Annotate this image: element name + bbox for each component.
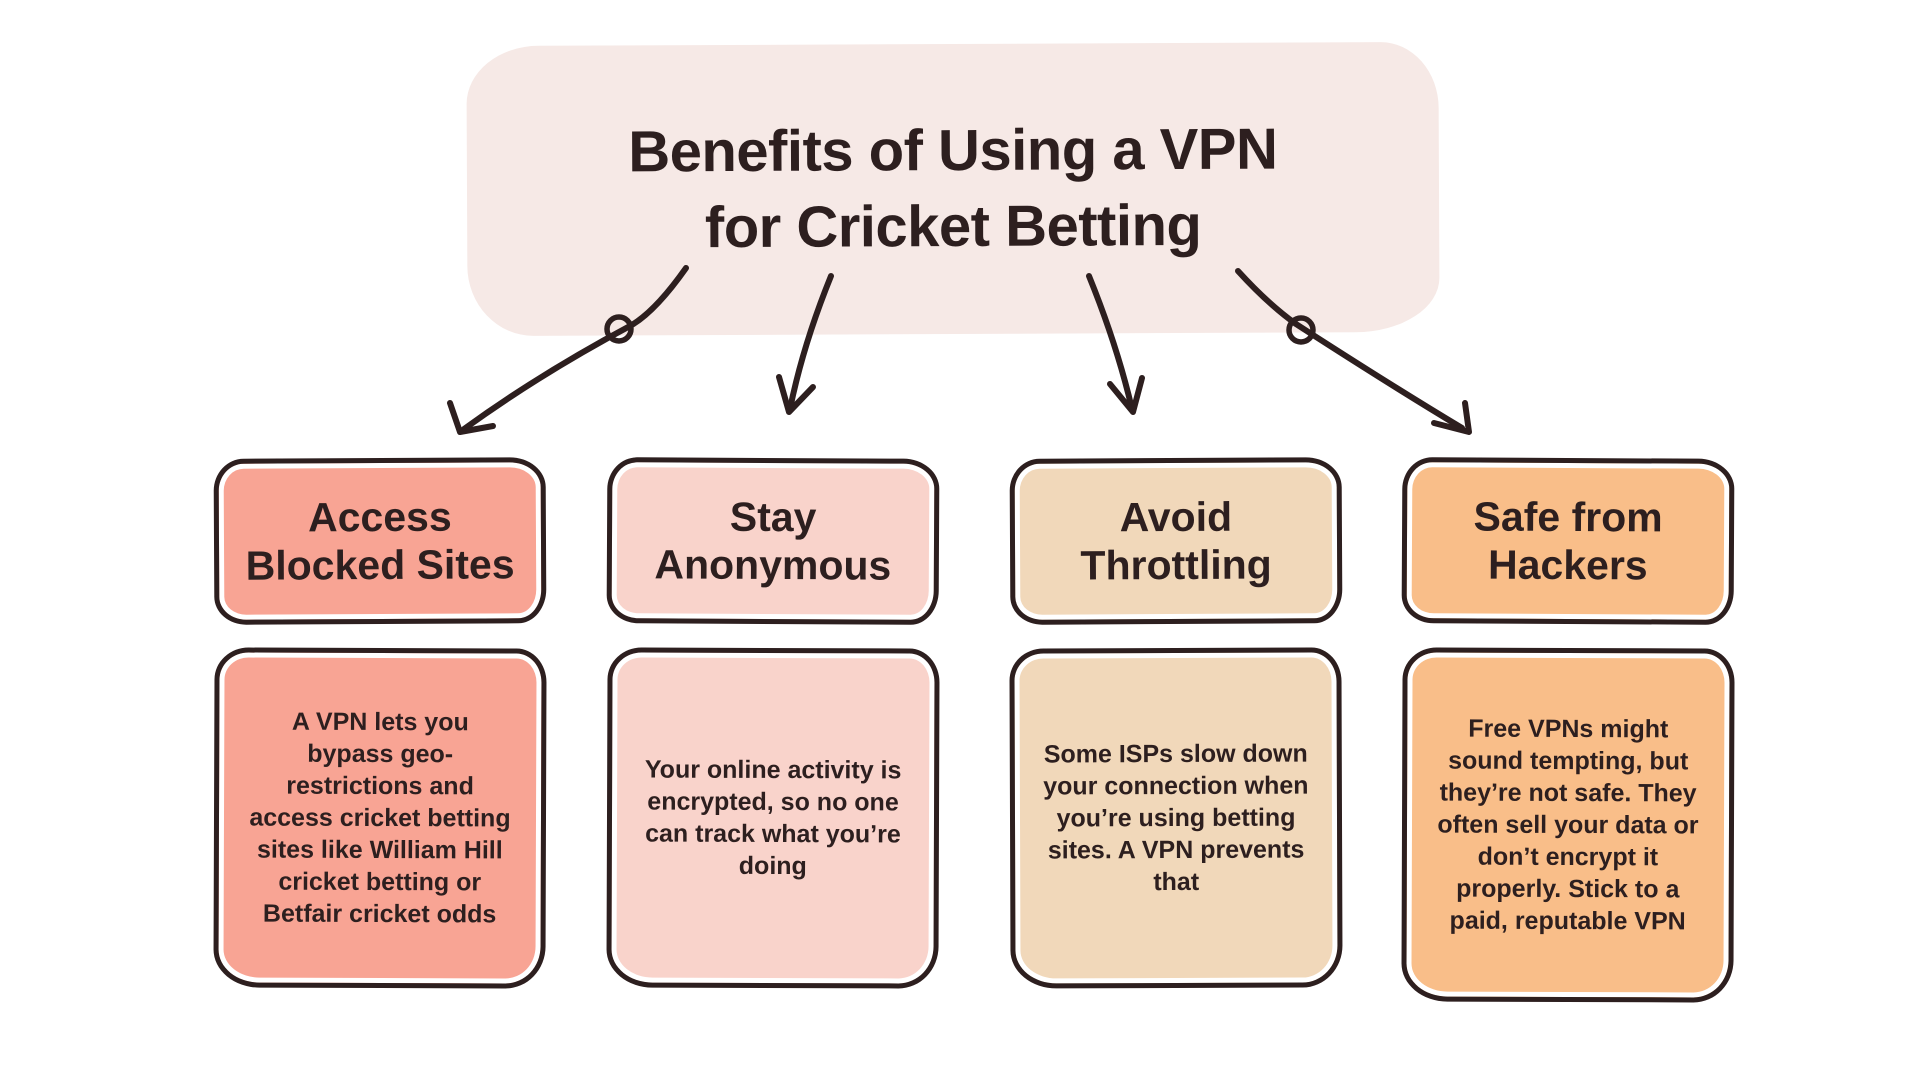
- column-1: Access Blocked Sites A VPN lets you bypa…: [213, 457, 547, 989]
- title-line-2: for Cricket Betting: [704, 192, 1202, 261]
- column-1-body-card: A VPN lets you bypass geo-restrictions a…: [213, 647, 547, 989]
- column-2-header-card: Stay Anonymous: [606, 457, 940, 625]
- column-4: Safe from Hackers Free VPNs might sound …: [1401, 457, 1735, 1003]
- column-2-header-label: Stay Anonymous: [654, 493, 892, 589]
- arrowhead-icon: [1107, 375, 1145, 415]
- column-1-header-label: Access Blocked Sites: [245, 493, 515, 589]
- column-1-header-card: Access Blocked Sites: [213, 457, 547, 625]
- arrowhead-icon: [1431, 400, 1472, 435]
- column-4-header-label: Safe from Hackers: [1473, 493, 1663, 589]
- column-3-body-text: Some ISPs slow down your connection when…: [1043, 739, 1309, 897]
- arrowhead-icon: [776, 374, 816, 415]
- title-card: Benefits of Using a VPN for Cricket Bett…: [466, 41, 1440, 337]
- column-1-body-text: A VPN lets you bypass geo-restrictions a…: [249, 707, 511, 929]
- column-4-body-card: Free VPNs might sound tempting, but they…: [1401, 647, 1735, 1003]
- column-4-body-text: Free VPNs might sound tempting, but they…: [1437, 714, 1699, 936]
- title-line-1: Benefits of Using a VPN: [628, 116, 1278, 185]
- column-2: Stay Anonymous Your online activity is e…: [606, 457, 940, 989]
- column-3-body-card: Some ISPs slow down your connection when…: [1009, 647, 1343, 989]
- column-3-header-label: Avoid Throttling: [1080, 493, 1272, 589]
- column-4-header-card: Safe from Hackers: [1401, 457, 1735, 625]
- column-3-header-card: Avoid Throttling: [1009, 457, 1343, 625]
- column-2-body-text: Your online activity is encrypted, so no…: [644, 755, 902, 881]
- column-3: Avoid Throttling Some ISPs slow down you…: [1009, 457, 1343, 989]
- arrowhead-icon: [447, 400, 496, 435]
- column-2-body-card: Your online activity is encrypted, so no…: [606, 647, 940, 989]
